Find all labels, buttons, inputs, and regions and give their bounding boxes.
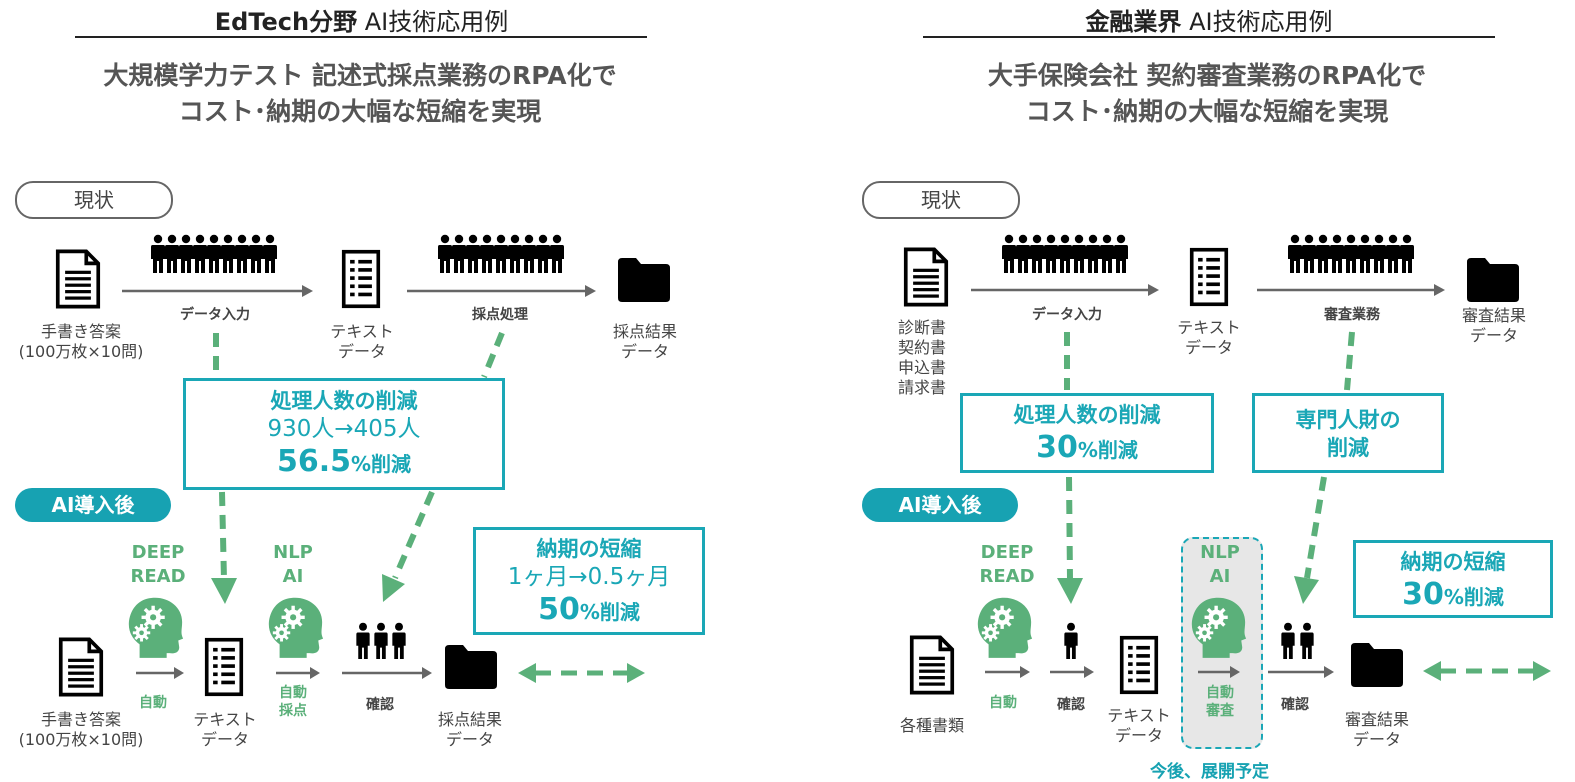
step-data-entry-label: データ入力 bbox=[180, 307, 250, 323]
document-icon bbox=[903, 246, 949, 308]
people-icon bbox=[1281, 622, 1314, 660]
result-label: 審査結果データ bbox=[1344, 710, 1409, 749]
checklist-icon bbox=[1119, 634, 1159, 696]
folder-icon bbox=[445, 645, 497, 689]
folder-icon bbox=[1467, 258, 1519, 302]
status-pill-ai: AI導入後 bbox=[862, 488, 1018, 522]
step-grading-label: 採点処理 bbox=[472, 307, 528, 323]
status-pill-current: 現状 bbox=[15, 181, 173, 219]
people-icon bbox=[151, 234, 277, 276]
text-data-label: テキストデータ bbox=[330, 322, 394, 361]
right-subtitle: 大手保険会社 契約審査業務のRPA化でコスト･納期の大幅な短縮を実現 bbox=[987, 61, 1427, 126]
confirm-label: 確認 bbox=[1281, 697, 1309, 713]
step-review-label: 審査業務 bbox=[1324, 307, 1380, 323]
auto-label: 自動 bbox=[139, 695, 167, 711]
source-label: 手書き答案(100万枚×10問) bbox=[18, 710, 144, 749]
expert-reduction-box: 専門人財の 削減 bbox=[1252, 393, 1444, 473]
checklist-icon bbox=[1189, 246, 1229, 308]
left-panel-title: EdTech分野 AI技術応用例 bbox=[214, 8, 509, 36]
document-icon bbox=[55, 248, 101, 310]
status-pill-ai: AI導入後 bbox=[15, 488, 171, 522]
folder-icon bbox=[1351, 643, 1403, 687]
status-pill-current: 現状 bbox=[862, 181, 1020, 219]
delivery-reduction-box: 納期の短縮 1ヶ月→0.5ヶ月 50%削減 bbox=[473, 527, 705, 635]
folder-icon bbox=[618, 258, 670, 302]
left-title-underline bbox=[75, 36, 647, 38]
source-label: 診断書契約書 申込書請求書 bbox=[897, 318, 946, 397]
people-icon bbox=[1002, 234, 1128, 276]
text-data-label: テキストデータ bbox=[1177, 318, 1241, 357]
checklist-icon bbox=[204, 636, 244, 698]
confirm-label: 確認 bbox=[366, 697, 394, 713]
confirm-label: 確認 bbox=[1057, 697, 1085, 713]
source-label: 各種書類 bbox=[899, 716, 964, 735]
result-label: 審査結果データ bbox=[1461, 306, 1526, 345]
right-panel-title: 金融業界 AI技術応用例 bbox=[1085, 8, 1333, 36]
checklist-icon bbox=[341, 248, 381, 310]
left-panel: EdTech分野 AI技術応用例 大規模学力テスト 記述式採点業務のRPA化でコ… bbox=[0, 0, 787, 782]
ai-head-icon bbox=[977, 596, 1035, 658]
right-title-underline bbox=[923, 36, 1495, 38]
future-deployment-label: 今後、展開予定 bbox=[1150, 762, 1269, 782]
result-label: 採点結果データ bbox=[612, 322, 677, 361]
left-subtitle: 大規模学力テスト 記述式採点業務のRPA化でコスト･納期の大幅な短縮を実現 bbox=[103, 61, 617, 126]
document-icon bbox=[909, 634, 955, 696]
people-icon bbox=[356, 622, 406, 660]
auto-grading-label: 自動採点 bbox=[279, 685, 307, 719]
ai-head-icon bbox=[268, 596, 326, 658]
person-icon bbox=[1064, 622, 1078, 660]
people-reduction-box: 処理人数の削減 930人→405人 56.5%削減 bbox=[183, 378, 505, 490]
text-data-label: テキストデータ bbox=[1107, 706, 1171, 745]
auto-review-label: 自動審査 bbox=[1206, 685, 1234, 719]
document-icon bbox=[58, 636, 104, 698]
result-label: 採点結果データ bbox=[437, 710, 502, 749]
people-reduction-box: 処理人数の削減 30%削減 bbox=[960, 393, 1214, 473]
text-data-label: テキストデータ bbox=[193, 710, 257, 749]
step-data-entry-label: データ入力 bbox=[1032, 307, 1102, 323]
delivery-reduction-box: 納期の短縮 30%削減 bbox=[1353, 540, 1553, 618]
right-panel: 金融業界 AI技術応用例 大手保険会社 契約審査業務のRPA化でコスト･納期の大… bbox=[787, 0, 1574, 782]
people-icon bbox=[1288, 234, 1414, 276]
people-icon bbox=[438, 234, 564, 276]
ai-head-icon bbox=[128, 596, 186, 658]
auto-label: 自動 bbox=[989, 695, 1017, 711]
source-label: 手書き答案(100万枚×10問) bbox=[18, 322, 144, 361]
ai-head-icon bbox=[1191, 596, 1249, 658]
